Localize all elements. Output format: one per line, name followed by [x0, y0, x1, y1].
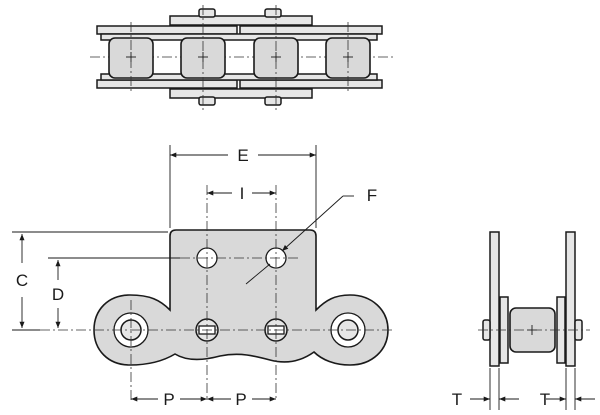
label-D: D [52, 285, 64, 304]
top-view [90, 5, 395, 110]
label-pitch-left: P [163, 390, 174, 409]
top-plate-right [239, 25, 383, 35]
label-E: E [237, 146, 248, 165]
attachment-plate-bottom [169, 88, 313, 99]
label-T-left: T [452, 390, 462, 409]
label-F: F [367, 186, 377, 205]
attachment-plate-top [169, 15, 313, 26]
label-pitch-right: P [235, 390, 246, 409]
top-plate-left [96, 25, 238, 35]
label-I: I [240, 184, 245, 203]
side-attachment-plate-right [565, 231, 576, 367]
side-attachment-plate-left [489, 231, 500, 367]
bottom-plate-left [96, 79, 238, 89]
dimensions: E I F C D P P [12, 145, 377, 409]
front-view [40, 185, 395, 400]
label-T-right: T [540, 390, 550, 409]
bottom-plate-right [239, 79, 383, 89]
label-C: C [16, 271, 28, 290]
chain-link-outline [93, 229, 389, 366]
side-view: T T [452, 231, 595, 410]
